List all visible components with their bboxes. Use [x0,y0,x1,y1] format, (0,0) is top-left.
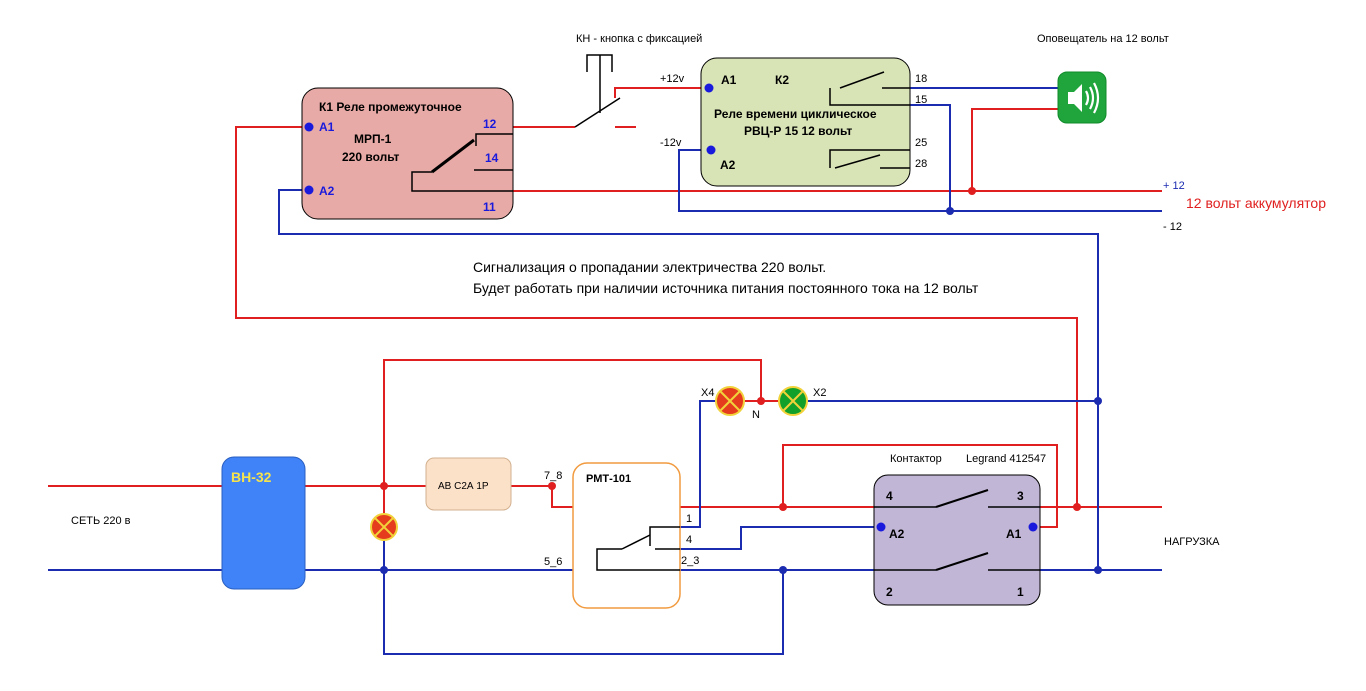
contactor-a1-label: А1 [1006,527,1022,541]
relay-k1: К1 Реле промежуточное МРП-1 220 вольт А1… [301,87,514,220]
k1-model: МРП-1 [354,132,392,146]
minus-12-label: - 12 [1163,221,1182,233]
k2-a2-terminal [706,145,716,155]
breaker-ab: АВ С2А 1Р [425,457,512,511]
k1-pin12-label: 12 [483,117,497,131]
contactor-pin4-label: 4 [886,489,893,503]
pmt-label: РМТ-101 [586,473,631,485]
kn-label: КН - кнопка с фиксацией [576,33,702,45]
neutral-n-label: N [752,409,760,421]
vn32-label: ВН-32 [231,469,272,485]
x4-label: X4 [701,387,714,399]
k1-a2-label: А2 [319,184,335,198]
k2-a1-label: А1 [721,73,737,87]
k2-pin25-label: 25 [915,137,927,149]
siren-label: Оповещатель на 12 вольт [1037,33,1169,45]
contactor-label: Контактор [890,453,942,465]
k2-title: Реле времени циклическое [714,107,877,121]
indicator-lamp-x4 [715,386,745,416]
latching-button-kn: КН - кнопка с фиксацией [574,33,702,128]
contactor-pin1-label: 1 [1017,585,1024,599]
note-line-1: Сигнализация о пропадании электричества … [473,259,826,275]
k2-model: РВЦ-Р 15 12 вольт [744,124,852,138]
k2-contact-lower [829,149,910,169]
battery-label: 12 вольт аккумулятор [1186,195,1326,211]
relay-pmt101: РМТ-101 1 4 2_3 [572,462,699,609]
siren: Оповещатель на 12 вольт [1037,33,1169,124]
x2-label: X2 [813,387,826,399]
indicator-lamp-mains [370,513,398,541]
contactor-a2-terminal [876,522,886,532]
k2-a1-terminal [704,83,714,93]
speaker-icon [1068,82,1100,114]
contactor-a1-terminal [1028,522,1038,532]
k2-pin28-label: 28 [915,158,927,170]
k2-contact-upper [829,71,910,106]
k2-name: К2 [775,73,789,87]
relay-k2: А1 А2 К2 Реле времени циклическое РВЦ-Р … [700,57,927,187]
contactor: 4 3 2 1 А2 А1 [873,474,1041,606]
pmt-contact-symbol [596,526,680,571]
pin-78-label: 7_8 [544,470,562,482]
note-line-2: Будет работать при наличии источника пит… [473,280,979,296]
k2-pin18-label: 18 [915,73,927,85]
plus-12v-label: +12v [660,73,685,85]
plus-12-label: + 12 [1163,180,1185,192]
k1-pin11-label: 11 [483,200,496,214]
pmt-pin4-label: 4 [686,534,692,546]
indicator-lamp-x2 [778,386,808,416]
k1-pin14-label: 14 [485,151,499,165]
breaker-label: АВ С2А 1Р [438,481,489,492]
k1-voltage: 220 вольт [342,150,400,164]
k1-contact-symbol [411,133,513,192]
k2-pin15-label: 15 [915,94,927,106]
contactor-a2-label: А2 [889,527,905,541]
pmt-pin23-label: 2_3 [681,555,699,567]
contactor-pin3-label: 3 [1017,489,1024,503]
mains-label: СЕТЬ 220 в [71,515,131,527]
switch-vn32: ВН-32 [221,456,306,590]
legrand-label: Legrand 412547 [966,453,1046,465]
k1-a1-label: А1 [319,120,335,134]
pmt-pin1-label: 1 [686,513,692,525]
load-label: НАГРУЗКА [1164,536,1220,548]
pin-56-label: 5_6 [544,556,562,568]
contactor-pin2-label: 2 [886,585,893,599]
junction-dots [380,187,1102,574]
minus-12v-label: -12v [660,137,682,149]
k2-a2-label: А2 [720,158,736,172]
k1-a2-terminal [304,185,314,195]
k1-title: К1 Реле промежуточное [319,100,462,114]
blue-wires [48,87,1162,655]
k1-a1-terminal [304,122,314,132]
